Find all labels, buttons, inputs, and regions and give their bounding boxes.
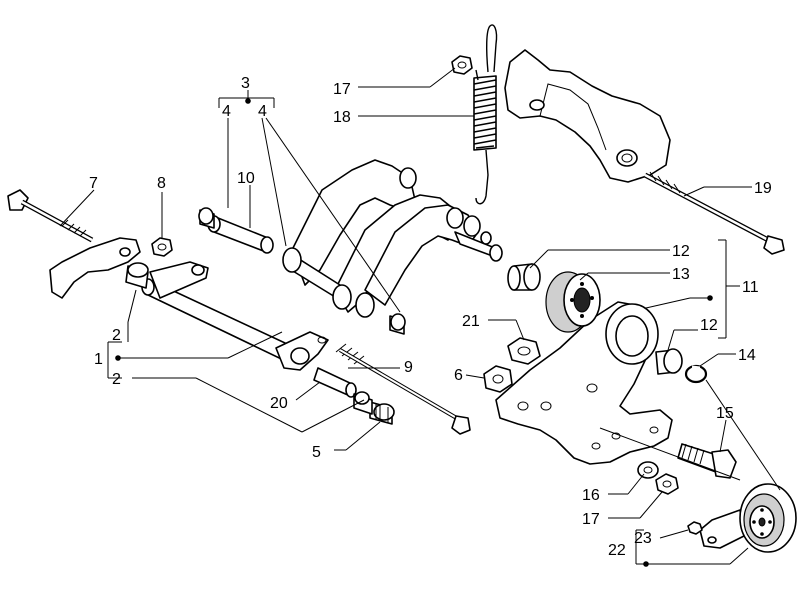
callout-2a: 2	[112, 327, 121, 344]
part-6-nut	[483, 365, 513, 393]
callout-19: 19	[754, 180, 772, 197]
part-22-damper	[699, 483, 797, 553]
callout-1: 1	[94, 351, 103, 368]
bracket-dots	[115, 98, 713, 567]
part-20-pin	[313, 367, 357, 398]
part-4-bushing-right	[389, 313, 406, 335]
part-8-nut	[151, 237, 173, 257]
part-16-washer	[637, 461, 659, 479]
leader-lines	[59, 67, 781, 565]
callout-8: 8	[157, 175, 166, 192]
part-9-bolt	[335, 343, 471, 435]
dot-3	[245, 98, 251, 104]
callout-18: 18	[333, 109, 351, 126]
callout-21: 21	[462, 313, 480, 330]
dot-11	[707, 295, 713, 301]
callout-7: 7	[89, 175, 98, 192]
part-4-bushing-left	[198, 207, 215, 229]
callout-12b: 12	[700, 317, 718, 334]
part-19-upper-bracket	[504, 49, 671, 183]
part-12-spacer-bottom	[655, 348, 683, 375]
callout-16: 16	[582, 487, 600, 504]
callout-20: 20	[270, 395, 288, 412]
callout-17a: 17	[333, 81, 351, 98]
part-2-bushing-left	[125, 262, 149, 289]
callout-10: 10	[237, 170, 255, 187]
part-14-circlip	[684, 364, 708, 384]
part-2-bushing-right	[353, 391, 373, 415]
part-10-pin	[207, 215, 274, 254]
part-1-pivot-shaft	[141, 261, 329, 371]
callout-13: 13	[672, 266, 690, 283]
callout-9: 9	[404, 359, 413, 376]
callout-5: 5	[312, 444, 321, 461]
dot-22	[643, 561, 649, 567]
dot-1	[115, 355, 121, 361]
bearing-housing	[605, 303, 659, 365]
part-17-lower-nut	[655, 473, 679, 495]
callout-6: 6	[454, 367, 463, 384]
part-15-bolt	[677, 443, 737, 479]
part-5-spacer	[369, 401, 395, 425]
callout-2b: 2	[112, 371, 121, 388]
callout-4a: 4	[222, 103, 231, 120]
part-23-small-nut	[687, 521, 703, 535]
left-bracket	[49, 237, 141, 299]
part-18-spring	[473, 24, 498, 205]
part-7-bolt	[7, 189, 94, 243]
callout-15: 15	[716, 405, 734, 422]
part-21-hex-nut	[507, 337, 541, 365]
part-13-bearing	[545, 271, 601, 333]
part-12-spacer-top	[507, 263, 541, 291]
callout-11: 11	[742, 279, 759, 296]
callout-22: 22	[608, 542, 626, 559]
frame-pins	[454, 231, 503, 262]
callout-3: 3	[241, 75, 250, 92]
swing-arm-frame	[282, 159, 481, 318]
part-17-top-nut	[451, 55, 473, 75]
callout-23: 23	[634, 530, 652, 547]
callout-labels: 3 4 4 17 18 7 8 10 2 1 2 5 20 9 6 21 12 …	[89, 75, 772, 559]
callout-17b: 17	[582, 511, 600, 528]
callout-12a: 12	[672, 243, 690, 260]
callout-4b: 4	[258, 103, 267, 120]
part-19-long-bolt	[643, 171, 785, 255]
callout-14: 14	[738, 347, 756, 364]
